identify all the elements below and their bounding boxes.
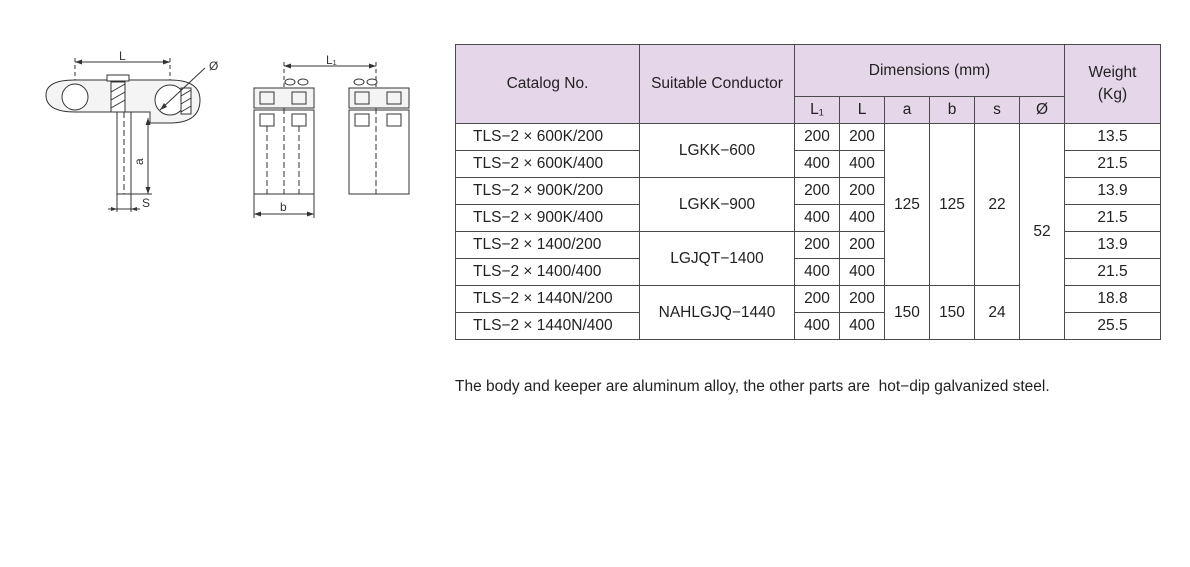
table-subheader-row: L₁ L a b s Ø: [456, 96, 1161, 124]
l-cell: 400: [839, 150, 885, 178]
l1-cell: 400: [794, 150, 840, 178]
l1-cell: 400: [794, 258, 840, 286]
catalog-cell: TLS−2 × 600K/200: [455, 123, 640, 151]
weight-cell: 13.9: [1064, 177, 1161, 205]
catalog-cell: TLS−2 × 1440N/400: [455, 312, 640, 340]
a-cell: 125: [884, 123, 930, 286]
table-row: TLS−2 × 900K/400 400 400 21.5: [455, 204, 1161, 232]
l1-cell: 200: [794, 285, 840, 313]
l-cell: 400: [839, 312, 885, 340]
dim-label-L1: L₁: [326, 53, 337, 67]
dim-label-L: L: [119, 49, 126, 63]
catalog-cell: TLS−2 × 600K/400: [455, 150, 640, 178]
conductor-cell: NAHLGJQ−1440: [639, 285, 795, 340]
header-dim-b: b: [929, 96, 975, 124]
table-row: TLS−2 × 900K/200 LGKK−900 200 200 13.9: [455, 177, 1161, 232]
b-cell: 125: [929, 123, 975, 286]
conductor-cell: LGKK−600: [639, 123, 795, 178]
table-header-row: Catalog No. Suitable Conductor Dimension…: [455, 44, 1161, 124]
catalog-cell: TLS−2 × 1440N/200: [455, 285, 640, 313]
top-view-drawing: [253, 62, 410, 218]
l1-cell: 400: [794, 312, 840, 340]
dim-label-S: S: [142, 196, 150, 210]
catalog-cell: TLS−2 × 900K/400: [455, 204, 640, 232]
l-cell: 400: [839, 258, 885, 286]
a-cell: 150: [884, 285, 930, 340]
header-dim-s: s: [974, 96, 1020, 124]
header-dimensions: Dimensions (mm): [794, 44, 1065, 97]
material-note: The body and keeper are aluminum alloy, …: [455, 378, 1050, 395]
l1-cell: 200: [794, 231, 840, 259]
l-cell: 200: [839, 285, 885, 313]
conductor-cell: LGJQT−1400: [639, 231, 795, 286]
weight-cell: 21.5: [1064, 204, 1161, 232]
header-dim-L: L: [839, 96, 885, 124]
header-conductor: Suitable Conductor: [639, 44, 795, 124]
catalog-cell: TLS−2 × 1400/400: [455, 258, 640, 286]
l-cell: 200: [839, 177, 885, 205]
weight-cell: 25.5: [1064, 312, 1161, 340]
dim-label-b: b: [280, 200, 287, 214]
header-weight: Weight (Kg): [1064, 44, 1161, 124]
spec-table: Catalog No. Suitable Conductor Dimension…: [455, 44, 1161, 340]
side-view-drawing: [45, 58, 206, 212]
dim-label-diameter: Ø: [209, 59, 218, 73]
table-row: TLS−2 × 1440N/200 NAHLGJQ−1440 200 200 1…: [455, 285, 1161, 340]
table-row: TLS−2 × 1400/400 400 400 21.5: [455, 258, 1161, 286]
table-row: TLS−2 × 600K/400 400 400 21.5: [455, 150, 1161, 178]
conductor-cell: LGKK−900: [639, 177, 795, 232]
dim-label-a: a: [132, 158, 146, 165]
header-catalog: Catalog No.: [455, 44, 640, 124]
s-cell: 24: [974, 285, 1020, 340]
l1-cell: 400: [794, 204, 840, 232]
l-cell: 200: [839, 123, 885, 151]
header-dim-diameter: Ø: [1019, 96, 1065, 124]
header-weight-line1: Weight: [1088, 64, 1137, 81]
header-dim-a: a: [884, 96, 930, 124]
table-row: TLS−2 × 600K/200 LGKK−600 200 200 125 12…: [455, 123, 1161, 340]
header-weight-line2: (Kg): [1097, 86, 1128, 103]
s-cell: 22: [974, 123, 1020, 286]
l-cell: 400: [839, 204, 885, 232]
l-cell: 200: [839, 231, 885, 259]
b-cell: 150: [929, 285, 975, 340]
table-row: TLS−2 × 1400/200 LGJQT−1400 200 200 13.9: [455, 231, 1161, 286]
weight-cell: 21.5: [1064, 258, 1161, 286]
l1-cell: 200: [794, 177, 840, 205]
header-dim-L1: L₁: [794, 96, 840, 124]
catalog-cell: TLS−2 × 1400/200: [455, 231, 640, 259]
l1-cell: 200: [794, 123, 840, 151]
weight-cell: 18.8: [1064, 285, 1161, 313]
weight-cell: 13.5: [1064, 123, 1161, 151]
table-row: TLS−2 × 1440N/400 400 400 25.5: [455, 312, 1161, 340]
catalog-cell: TLS−2 × 900K/200: [455, 177, 640, 205]
diameter-cell: 52: [1019, 123, 1065, 340]
weight-cell: 13.9: [1064, 231, 1161, 259]
technical-drawings: L Ø a S L₁ b: [45, 49, 410, 218]
weight-cell: 21.5: [1064, 150, 1161, 178]
